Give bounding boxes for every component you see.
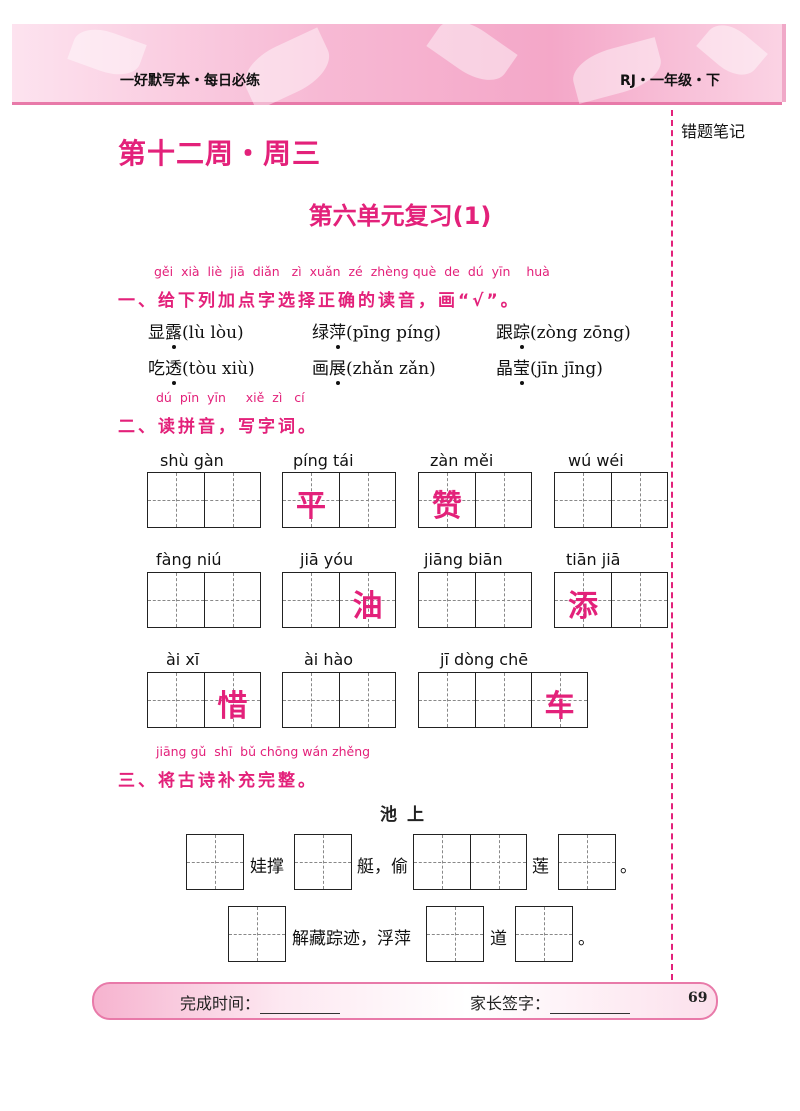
choice-item[interactable]: 画展(zhǎn zǎn) bbox=[312, 354, 436, 385]
section2-pinyin: dú pīn yīn xiě zì cí bbox=[156, 390, 305, 405]
section3-pinyin: jiāng gǔ shī bǔ chōng wán zhěng bbox=[156, 744, 371, 759]
choice-item[interactable]: 显露(lù lòu) bbox=[148, 318, 244, 349]
choice-item[interactable]: 跟踪(zòng zōng) bbox=[496, 318, 631, 349]
footer-bar bbox=[92, 982, 718, 1020]
choice-item[interactable]: 晶莹(jīn jīng) bbox=[496, 354, 603, 385]
choice-item[interactable]: 吃透(tòu xiù) bbox=[148, 354, 255, 385]
word-pinyin: ài hào bbox=[304, 650, 354, 669]
poem-text: 。 bbox=[578, 929, 595, 949]
poem-blank[interactable] bbox=[515, 906, 573, 962]
word-box[interactable] bbox=[554, 472, 668, 528]
week-title: 第十二周・周三 bbox=[118, 137, 322, 170]
choice-item[interactable]: 绿萍(pīng píng) bbox=[312, 318, 441, 349]
notes-divider bbox=[671, 110, 673, 980]
word-box[interactable]: 惜 bbox=[147, 672, 261, 728]
wrong-questions-notes-label: 错题笔记 bbox=[681, 122, 746, 141]
unit-title: 第六单元复习(1) bbox=[308, 202, 492, 230]
word-pinyin: jiā yóu bbox=[300, 550, 354, 569]
header-banner bbox=[12, 9, 782, 111]
word-box[interactable]: 车 bbox=[418, 672, 588, 728]
word-box[interactable] bbox=[282, 672, 396, 728]
header-edge bbox=[782, 24, 786, 102]
poem-blank[interactable] bbox=[294, 834, 352, 890]
series-label: 一好默写本・每日必练 bbox=[120, 73, 260, 89]
poem-blank[interactable] bbox=[558, 834, 616, 890]
word-box[interactable] bbox=[147, 472, 261, 528]
edition-label: RJ・一年级・下 bbox=[620, 73, 720, 89]
word-box[interactable]: 平 bbox=[282, 472, 396, 528]
word-box[interactable] bbox=[147, 572, 261, 628]
word-pinyin: jiāng biān bbox=[424, 550, 503, 569]
word-pinyin: wú wéi bbox=[568, 451, 624, 470]
poem-text: 解藏踪迹，浮萍 bbox=[292, 929, 411, 949]
poem-blank[interactable] bbox=[426, 906, 484, 962]
word-box[interactable] bbox=[418, 572, 532, 628]
poem-blank[interactable] bbox=[413, 834, 527, 890]
word-box[interactable]: 赞 bbox=[418, 472, 532, 528]
section2-title: 二、读拼音，写字词。 bbox=[118, 417, 318, 437]
poem-text: 。 bbox=[620, 857, 637, 877]
word-box[interactable]: 油 bbox=[282, 572, 396, 628]
word-pinyin: tiān jiā bbox=[566, 550, 621, 569]
word-pinyin: ài xī bbox=[166, 650, 200, 669]
word-pinyin: shù gàn bbox=[160, 451, 224, 470]
poem-text: 艇，偷 bbox=[357, 857, 408, 877]
poem-blank[interactable] bbox=[186, 834, 244, 890]
poem-text: 道 bbox=[490, 929, 507, 949]
poem-text: 娃撑 bbox=[250, 857, 284, 877]
word-pinyin: píng tái bbox=[293, 451, 354, 470]
page-number: 69 bbox=[688, 990, 708, 1006]
poem-title: 池上 bbox=[380, 805, 434, 825]
word-pinyin: jī dòng chē bbox=[440, 650, 529, 669]
section3-title: 三、将古诗补充完整。 bbox=[118, 771, 318, 791]
parent-signature-field[interactable]: 家长签字： bbox=[470, 990, 631, 1014]
section1-pinyin: gěi xià liè jiā diǎn zì xuǎn zé zhèng qu… bbox=[154, 264, 550, 279]
word-box[interactable]: 添 bbox=[554, 572, 668, 628]
completion-time-field[interactable]: 完成时间： bbox=[180, 990, 341, 1014]
word-pinyin: fàng niú bbox=[156, 550, 222, 569]
poem-blank[interactable] bbox=[228, 906, 286, 962]
word-pinyin: zàn měi bbox=[430, 451, 494, 470]
section1-title: 一、给下列加点字选择正确的读音，画“√”。 bbox=[118, 291, 521, 311]
poem-text: 莲 bbox=[532, 857, 549, 877]
